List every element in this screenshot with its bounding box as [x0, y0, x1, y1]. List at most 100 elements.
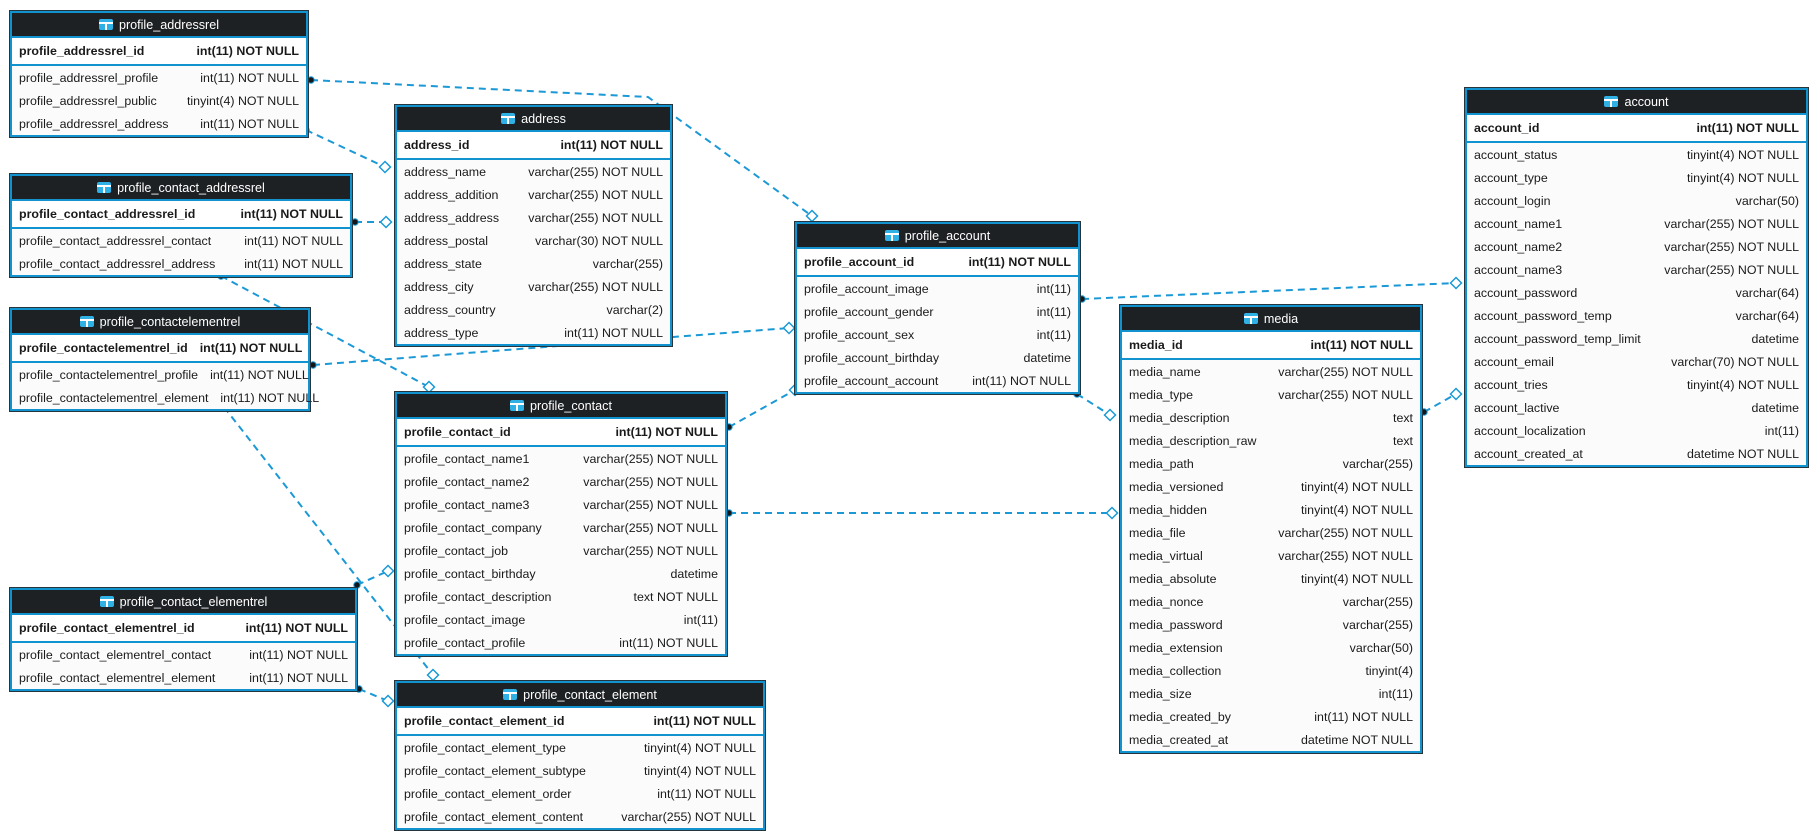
- relationship-line[interactable]: [356, 570, 389, 586]
- relationship-line[interactable]: [220, 275, 430, 388]
- relationship-media-to-account[interactable]: [1420, 387, 1463, 416]
- relationship-line[interactable]: [1076, 393, 1111, 416]
- relationship-profile_contact_addressrel-to-address[interactable]: [351, 215, 393, 229]
- relationship-line[interactable]: [305, 129, 386, 168]
- relationship-profile_contact-to-profile_account[interactable]: [725, 383, 802, 431]
- relationship-line[interactable]: [728, 389, 796, 428]
- table-header[interactable]: profile_contact_element: [397, 683, 763, 708]
- relationship-line[interactable]: [312, 327, 790, 366]
- relationship-profile_account-to-account[interactable]: [1078, 276, 1463, 303]
- relationship-profile_addressrel-to-profile_account[interactable]: [307, 76, 819, 223]
- relationship-line[interactable]: [1081, 282, 1457, 300]
- relationship-profile_contactelementrel-to-profile_account[interactable]: [309, 321, 796, 369]
- table-header[interactable]: profile_contactelementrel: [12, 310, 308, 335]
- table-header[interactable]: address: [397, 107, 670, 132]
- table-header[interactable]: profile_contact_addressrel: [12, 176, 350, 201]
- relationship-profile_contact_elementrel-to-profile_contact_element[interactable]: [355, 685, 395, 708]
- relationship-profile_contact_elementrel-to-profile_contact[interactable]: [353, 564, 395, 589]
- relationship-line[interactable]: [358, 688, 389, 702]
- relationship-line[interactable]: [223, 406, 434, 676]
- relationship-profile_addressrel-to-address[interactable]: [302, 126, 392, 174]
- table-header[interactable]: media: [1122, 307, 1420, 332]
- table-header[interactable]: profile_addressrel: [12, 13, 306, 38]
- relationship-profile_account-to-media[interactable]: [1073, 390, 1117, 422]
- relationship-line[interactable]: [310, 79, 813, 217]
- table-profile_contact_addressrel[interactable]: profile_contact_addressrel profile_contac…: [9, 173, 353, 278]
- relationship-line[interactable]: [1423, 393, 1457, 413]
